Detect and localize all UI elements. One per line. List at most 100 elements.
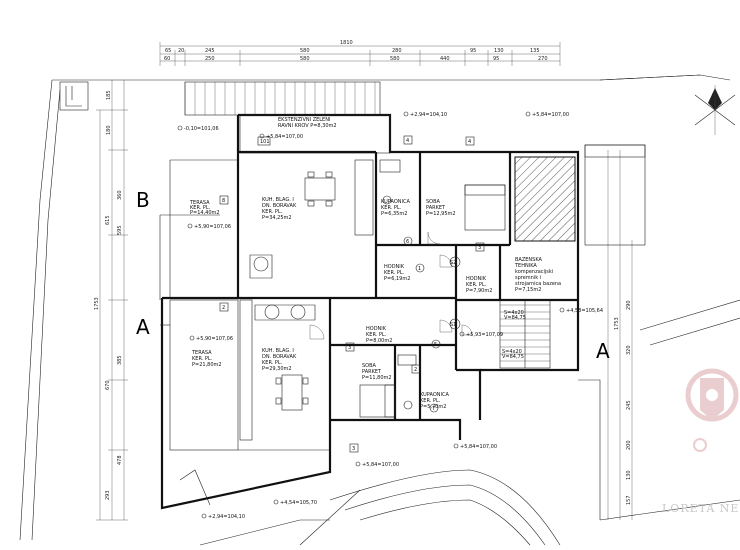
svg-text:DN. BORAVAK: DN. BORAVAK [262,203,297,209]
elevation-label: +5,84=107,00 [460,444,497,450]
svg-text:KUH. BLAG. I: KUH. BLAG. I [262,197,294,203]
svg-text:KER. PL.: KER. PL. [381,205,402,211]
elevation-label: +4,54=105,70 [280,500,317,506]
dim-top: 440 [440,56,450,62]
elevation-label: -0,10=101,06 [184,126,219,132]
room-terrace-lower: TERASA KER. PL. P=21,80m2 [191,350,222,368]
svg-text:BAZENSKA: BAZENSKA [515,257,543,263]
dim-top: 20 [178,48,184,54]
room-bedroom-lower: SOBA PARKET P=11,80m2 [362,363,392,381]
svg-text:EKSTENZIVNI ZELENI: EKSTENZIVNI ZELENI [278,117,330,123]
svg-text:SOBA: SOBA [362,363,377,369]
elevation-labels: +5,84=107,00 +2,94=104,10 -0,10=101,06 +… [177,111,603,520]
svg-text:TEHNIKA: TEHNIKA [514,263,537,269]
svg-text:HODNIK: HODNIK [466,276,487,282]
terrain-lines [199,379,601,546]
right-dimension-lines: 1753 290 320 245 200 130 157 [607,150,633,520]
top-dimension-lines: 1810 65 20 245 580 280 95 130 135 60 250… [159,40,561,66]
svg-text:P=8,00m2: P=8,00m2 [366,338,392,344]
dim-top: 580 [300,56,310,62]
dim-top: 135 [530,48,540,54]
dim-top: 60 [164,56,170,62]
elevation-label: +5,90=107,06 [196,336,233,342]
dim-top: 95 [493,56,499,62]
interior-stairs [499,299,551,369]
dim-top: 65 [165,48,171,54]
watermark-text: LORETA NE [662,502,739,515]
svg-text:101: 101 [260,139,270,145]
svg-text:3: 3 [352,446,355,452]
dim-left: 478 [117,455,123,465]
dim-left: 360 [117,190,123,200]
section-a-right: A [596,339,610,363]
dim-top: 130 [494,48,504,54]
svg-text:TERASA: TERASA [191,350,212,356]
svg-text:P=6,35m2: P=6,35m2 [381,211,407,217]
svg-text:4: 4 [406,138,409,144]
dim-top: 250 [205,56,215,62]
dim-right: 320 [626,345,632,355]
room-hall-b: HODNIK KER. PL. P=7,90m2 [466,276,492,294]
svg-text:P=29,30m2: P=29,30m2 [262,366,292,372]
room-living-lower: KUH. BLAG. I DN. BORAVAK KER. PL. P=29,3… [262,348,297,372]
svg-text:P=12,95m2: P=12,95m2 [426,211,456,217]
bed [359,384,396,418]
svg-text:S=4x20: S=4x20 [504,310,524,316]
room-terrace-upper: TERASA KER. PL. P=14,40m2 [189,200,220,216]
dim-total-top: 1810 [340,40,353,46]
pool-area [514,144,646,246]
svg-text:V=84,75: V=84,75 [504,315,526,321]
doors [309,231,473,340]
svg-text:KUH. BLAG. I: KUH. BLAG. I [262,348,294,354]
elevation-label: +5,90=107,06 [194,224,231,230]
building-walls [160,113,580,510]
dim-top: 270 [538,56,548,62]
stair-s1-label: S1 [450,322,456,328]
svg-text:HODNIK: HODNIK [384,264,405,270]
furniture [179,159,506,506]
svg-text:KER. PL.: KER. PL. [384,270,405,276]
svg-text:KER. PL.: KER. PL. [466,282,487,288]
section-marks: B A A [136,188,610,363]
room-hall-c: HODNIK KER. PL. P=8,00m2 [366,326,392,344]
dining-table [304,177,336,201]
svg-text:7: 7 [432,406,435,412]
svg-text:KER. PL.: KER. PL. [366,332,387,338]
dim-left: 595 [117,225,123,235]
svg-text:P=11,80m2: P=11,80m2 [362,375,392,381]
site-boundary [19,74,740,541]
dining-table [281,374,303,411]
dim-left: 1753 [94,297,100,310]
elevation-label: +2,94=104,10 [410,112,447,118]
svg-text:PARKET: PARKET [426,205,446,211]
svg-text:KER. PL.: KER. PL. [262,209,283,215]
svg-text:V=84,75: V=84,75 [502,354,524,360]
svg-text:8: 8 [222,198,225,204]
room-green-roof: EKSTENZIVNI ZELENI RAVNI KROV P=8,30m2 [278,117,337,129]
stair-s2-label: S2 [450,260,456,266]
svg-text:HODNIK: HODNIK [366,326,387,332]
svg-text:1: 1 [418,266,421,272]
svg-text:3: 3 [348,345,351,351]
svg-text:KER. PL.: KER. PL. [262,360,283,366]
svg-text:3: 3 [478,245,481,251]
dim-right: 130 [626,470,632,480]
svg-text:P=14,40m2: P=14,40m2 [190,210,220,216]
svg-text:DN. BORAVAK: DN. BORAVAK [262,354,297,360]
dim-left: 385 [117,355,123,365]
room-bathroom-lower: KUPAONICA KER. PL. P=5,70m2 [420,392,449,410]
svg-text:P=6,19m2: P=6,19m2 [384,276,410,282]
room-living-upper: KUH. BLAG. I DN. BORAVAK KER. PL. P=34,2… [262,197,297,221]
svg-text:5: 5 [434,342,437,348]
svg-text:KUPAONICA: KUPAONICA [381,199,410,205]
left-dimension-lines: 185 180 615 360 595 1753 385 670 478 293 [94,80,128,521]
svg-text:S=4x20: S=4x20 [502,349,522,355]
svg-text:PARKET: PARKET [362,369,382,375]
svg-text:KER. PL.: KER. PL. [192,356,213,362]
svg-text:strojarnica bazena: strojarnica bazena [515,281,561,287]
dim-top: 95 [470,48,476,54]
stair-spec-a: S=4x20 V=84,75 [504,310,526,321]
svg-text:2: 2 [414,367,417,373]
svg-text:P=7,90m2: P=7,90m2 [466,288,492,294]
